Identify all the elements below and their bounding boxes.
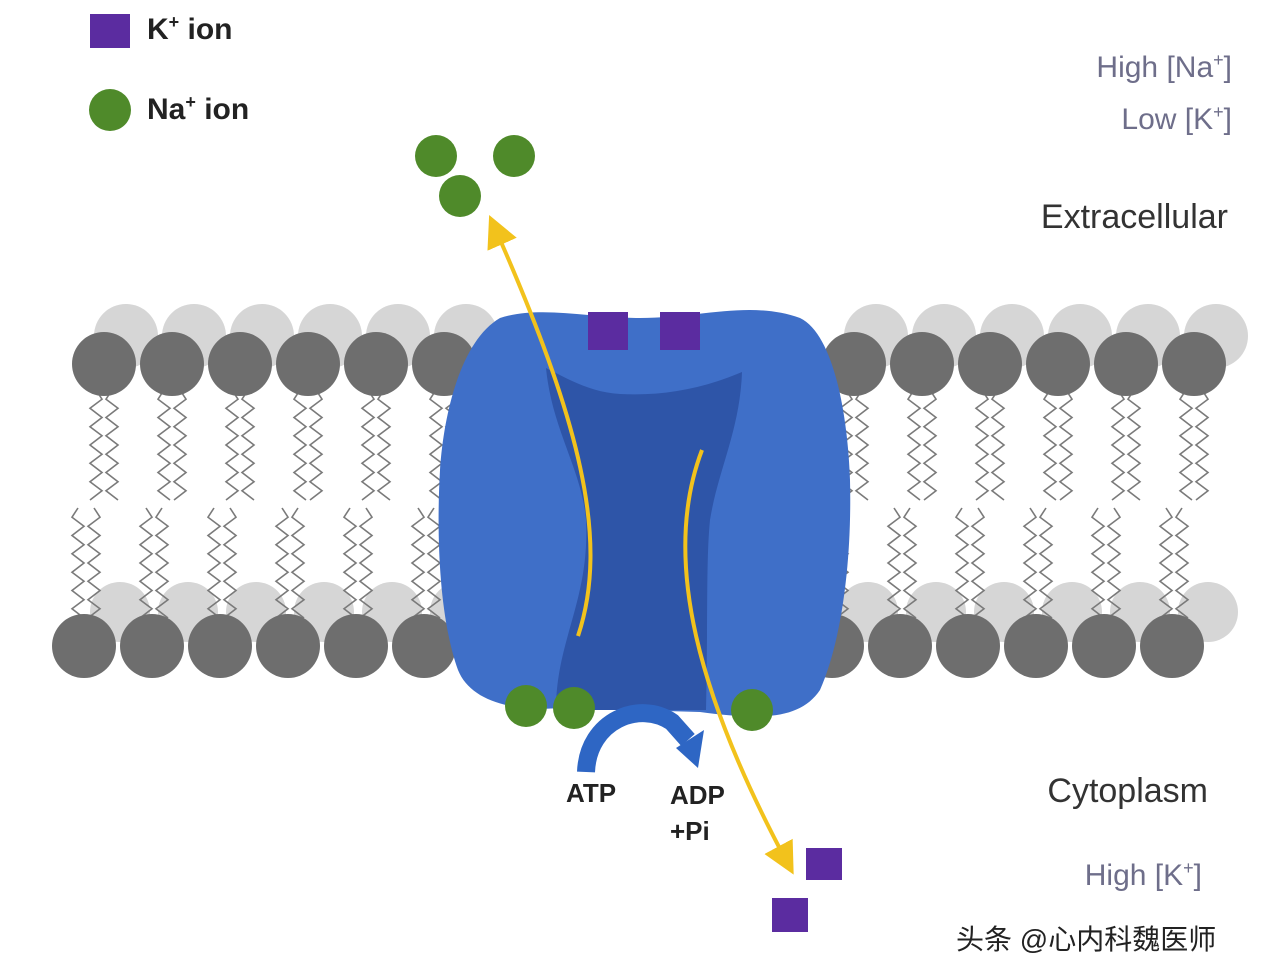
- lipid-tail: [922, 389, 938, 501]
- na-ion-bound-2: [553, 687, 595, 729]
- lipid-tail: [970, 507, 986, 619]
- na-k-atpase-pump: [438, 310, 851, 717]
- pi-label: +Pi: [670, 816, 710, 846]
- lipid-head: [208, 332, 272, 396]
- lipid-tail: [1090, 507, 1106, 619]
- lipid-tail: [358, 507, 374, 619]
- lipid-tail: [1042, 389, 1058, 501]
- lipid-head: [1004, 614, 1068, 678]
- lipid-tail: [854, 389, 870, 501]
- lipid-tail: [1058, 389, 1074, 501]
- lipid-tail: [222, 507, 238, 619]
- k-ion-released-2: [772, 898, 808, 932]
- cytoplasm-label: Cytoplasm: [1047, 772, 1208, 810]
- legend-na-ion-label: Na+ ion: [147, 92, 250, 126]
- lipid-tail: [206, 507, 222, 619]
- lipid-head: [890, 332, 954, 396]
- lipid-head: [256, 614, 320, 678]
- lipid-tails: [70, 389, 1210, 619]
- lipid-tail: [990, 389, 1006, 501]
- lipid-tail: [1158, 507, 1174, 619]
- lipid-tail: [1106, 507, 1122, 619]
- na-transport-arrow: [487, 215, 593, 637]
- lipid-head: [72, 332, 136, 396]
- adp-label: ADP: [670, 780, 725, 810]
- lipid-tail: [376, 389, 392, 501]
- lipid-tail: [1022, 507, 1038, 619]
- lipid-tail: [224, 389, 240, 501]
- lipid-tail: [154, 507, 170, 619]
- legend-k-ion-swatch: [90, 14, 130, 48]
- lipid-tail: [410, 507, 426, 619]
- lipid-tail: [308, 389, 324, 501]
- lipid-tail: [906, 389, 922, 501]
- extracellular-low-k: Low [K+]: [1121, 102, 1232, 136]
- lipid-tail: [172, 389, 188, 501]
- lipid-tail: [1174, 507, 1190, 619]
- lipid-tail: [1110, 389, 1126, 501]
- lipid-head: [392, 614, 456, 678]
- lipid-tail: [1038, 507, 1054, 619]
- k-ion-bound-1: [588, 312, 628, 350]
- k-ion-released-1: [806, 848, 842, 880]
- lipid-tail: [292, 389, 308, 501]
- lipid-head: [140, 332, 204, 396]
- lipid-head: [1162, 332, 1226, 396]
- lipid-tail: [1126, 389, 1142, 501]
- lipid-head: [936, 614, 1000, 678]
- lipid-tail: [240, 389, 256, 501]
- na-ion-bound-1: [505, 685, 547, 727]
- na-ion-released-2: [493, 135, 535, 177]
- atp-label: ATP: [566, 778, 617, 808]
- lipid-tail: [360, 389, 376, 501]
- lipid-tail: [1194, 389, 1210, 501]
- lipid-tail: [156, 389, 172, 501]
- lipid-head: [188, 614, 252, 678]
- na-ion-released-1: [415, 135, 457, 177]
- k-transport-arrow: [683, 449, 794, 875]
- lipid-head: [276, 332, 340, 396]
- lipid-tail: [290, 507, 306, 619]
- lipid-head: [822, 332, 886, 396]
- lipid-tail: [70, 507, 86, 619]
- cytoplasm-high-k: High [K+]: [1084, 858, 1202, 892]
- lipid-head: [868, 614, 932, 678]
- lipid-head: [1072, 614, 1136, 678]
- lipid-tail: [1178, 389, 1194, 501]
- extracellular-label: Extracellular: [1040, 198, 1228, 236]
- lipid-tail: [274, 507, 290, 619]
- lipid-head: [344, 332, 408, 396]
- extracellular-high-na: High [Na+]: [1096, 50, 1232, 84]
- lipid-tail: [954, 507, 970, 619]
- lipid-tail: [86, 507, 102, 619]
- lipid-head: [52, 614, 116, 678]
- lipid-head: [120, 614, 184, 678]
- watermark: 头条 @心内科魏医师: [956, 924, 1217, 955]
- lipid-head: [1094, 332, 1158, 396]
- lipid-tail: [104, 389, 120, 501]
- lipid-head: [324, 614, 388, 678]
- lipid-head: [1140, 614, 1204, 678]
- legend-k-ion-label: K+ ion: [147, 12, 233, 46]
- lipid-head: [958, 332, 1022, 396]
- lipid-tail: [342, 507, 358, 619]
- lipid-tail: [88, 389, 104, 501]
- lipid-tail: [902, 507, 918, 619]
- lipid-tail: [886, 507, 902, 619]
- lipid-tail: [138, 507, 154, 619]
- membrane-outer-heads: [72, 332, 1226, 396]
- legend-na-ion-swatch: [89, 89, 131, 131]
- na-ion-bound-3: [731, 689, 773, 731]
- lipid-head: [1026, 332, 1090, 396]
- k-ion-bound-2: [660, 312, 700, 350]
- lipid-tail: [974, 389, 990, 501]
- atp-hydrolysis-arrow: [577, 704, 704, 773]
- na-ion-released-3: [439, 175, 481, 217]
